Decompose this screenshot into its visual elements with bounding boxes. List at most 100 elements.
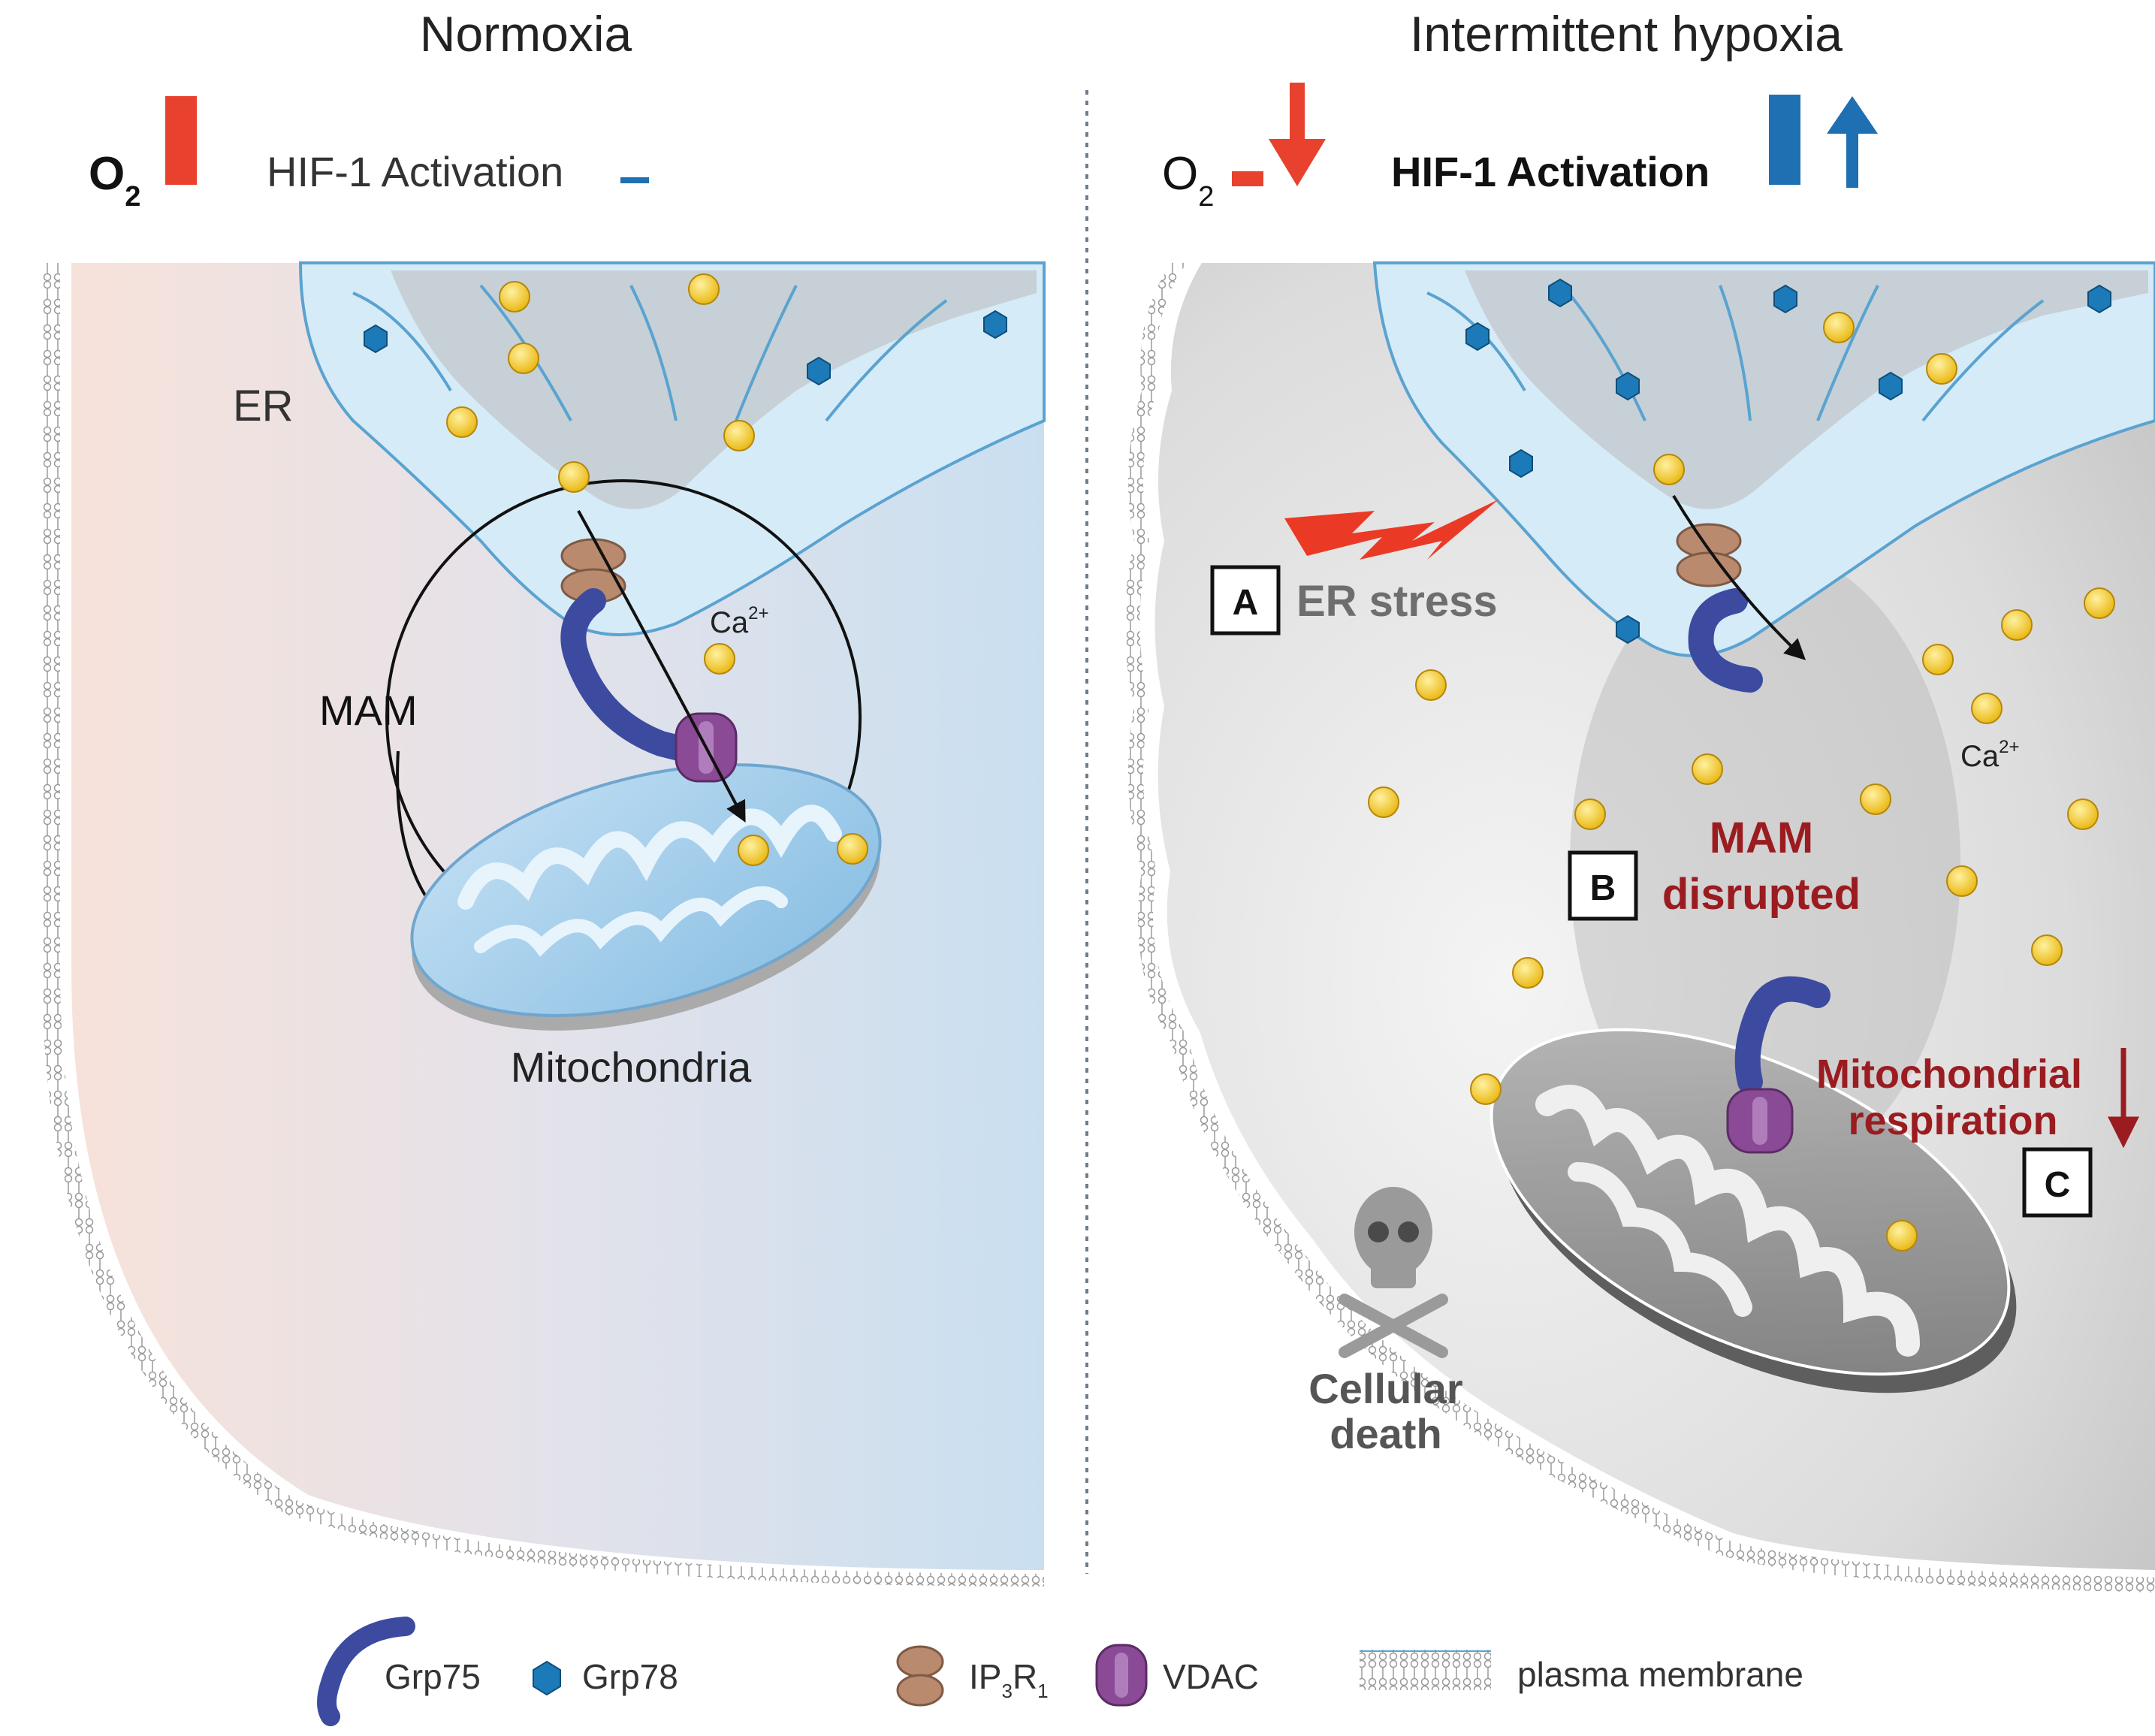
right-o2-label: O2 bbox=[1162, 148, 1214, 213]
legend-ip3r1-label: IP3R1 bbox=[969, 1657, 1049, 1702]
respiration-line1: Mitochondrial bbox=[1816, 1052, 2082, 1097]
left-o2-label: O2 bbox=[89, 148, 140, 213]
label-box-b bbox=[1568, 850, 1638, 921]
left-hif-label: HIF-1 Activation bbox=[267, 148, 563, 195]
grp78-hexagon bbox=[983, 309, 1007, 340]
calcium-ion bbox=[1886, 1220, 1918, 1251]
right-hif-label: HIF-1 Activation bbox=[1391, 148, 1710, 195]
calcium-ion bbox=[1860, 783, 1891, 815]
grp78-hexagon bbox=[807, 356, 831, 386]
calcium-ion bbox=[1946, 865, 1978, 897]
legend: Grp75 Grp78 IP3R1 VDAC plasma membrane bbox=[317, 1617, 1803, 1726]
left-title: Normoxia bbox=[420, 6, 632, 62]
legend-grp78-icon bbox=[533, 1660, 561, 1696]
right-vdac-channel bbox=[1726, 1088, 1794, 1154]
calcium-ion bbox=[2067, 799, 2099, 830]
calcium-ion bbox=[1653, 454, 1685, 485]
left-mitochondria-label: Mitochondria bbox=[511, 1043, 752, 1091]
calcium-ion bbox=[1368, 786, 1399, 818]
er-stress-lightning-icon bbox=[1284, 500, 1499, 560]
calcium-ion bbox=[508, 343, 539, 374]
cellular-death-line1: Cellular bbox=[1308, 1365, 1462, 1412]
grp78-hexagon bbox=[1616, 614, 1640, 645]
calcium-ion bbox=[688, 273, 720, 305]
mam-disrupted-line2: disrupted bbox=[1662, 870, 1861, 919]
right-er bbox=[1372, 261, 2155, 657]
mam-disrupted-line1: MAM bbox=[1710, 814, 1814, 862]
legend-grp75-label: Grp75 bbox=[385, 1657, 481, 1696]
right-disruption-shadow bbox=[1570, 548, 1960, 1179]
calcium-ion bbox=[1692, 753, 1723, 785]
calcium-ion bbox=[738, 835, 769, 866]
right-hif-up-arrow bbox=[1827, 96, 1878, 188]
calcium-ion bbox=[704, 643, 735, 675]
label-box-a bbox=[1210, 565, 1281, 636]
right-title: Intermittent hypoxia bbox=[1410, 6, 1843, 62]
calcium-ion bbox=[2084, 587, 2115, 619]
right-grp75-detached-lower bbox=[1734, 976, 1831, 1094]
right-o2-down-arrow bbox=[1269, 83, 1326, 186]
respiration-line2: respiration bbox=[1848, 1098, 2057, 1143]
label-box-c-text: C bbox=[2045, 1165, 2071, 1205]
grp78-hexagon bbox=[1773, 284, 1797, 314]
grp78-hexagon bbox=[1509, 448, 1533, 479]
legend-vdac-icon bbox=[1095, 1644, 1148, 1707]
calcium-ion bbox=[1971, 693, 2003, 724]
right-er-lumen bbox=[1465, 270, 2148, 509]
calcium-ion bbox=[2001, 609, 2033, 641]
left-er-lumen bbox=[391, 270, 1037, 509]
legend-membrane-icon bbox=[1360, 1650, 1491, 1690]
left-er bbox=[298, 261, 1046, 636]
legend-grp78-label: Grp78 bbox=[582, 1657, 678, 1696]
grp78-hexagon bbox=[1616, 371, 1640, 401]
grp78-hexagon bbox=[364, 324, 388, 354]
calcium-ion bbox=[499, 281, 530, 312]
label-box-b-text: B bbox=[1590, 868, 1616, 908]
label-box-c bbox=[2022, 1147, 2093, 1218]
right-mitochondrion bbox=[1489, 1028, 2017, 1393]
right-calcium-flow-arrow bbox=[1672, 494, 1806, 660]
legend-vdac-label: VDAC bbox=[1163, 1657, 1259, 1696]
left-calcium-label: Ca2+ bbox=[710, 603, 769, 639]
right-o2-low-bar bbox=[1232, 171, 1263, 186]
calcium-ion bbox=[1512, 957, 1544, 989]
calcium-ion bbox=[1922, 644, 1954, 675]
right-hif-high-bar bbox=[1769, 95, 1800, 185]
left-hif-low-bar bbox=[620, 177, 649, 183]
calcium-ion bbox=[558, 461, 590, 493]
label-box-a-text: A bbox=[1233, 583, 1259, 623]
right-grp75-detached-upper bbox=[1688, 588, 1763, 693]
left-calcium-flow-arrow bbox=[577, 510, 746, 823]
calcium-ion bbox=[1574, 799, 1606, 830]
left-o2-high-bar bbox=[165, 96, 197, 185]
cellular-death-line2: death bbox=[1330, 1410, 1441, 1457]
calcium-ion bbox=[446, 406, 478, 438]
calcium-ion bbox=[1823, 312, 1855, 343]
calcium-ion bbox=[1926, 353, 1957, 385]
right-calcium-ions bbox=[1368, 312, 2115, 1251]
left-panel: Normoxia O2 HIF-1 Activation ER MAM bbox=[42, 6, 1046, 1587]
grp78-hexagon bbox=[1465, 322, 1489, 352]
left-mam-label: MAM bbox=[319, 687, 418, 734]
grp78-hexagon bbox=[2087, 284, 2111, 314]
calcium-ion bbox=[1415, 669, 1447, 701]
right-grp78-group bbox=[1465, 278, 2111, 645]
calcium-ion bbox=[1470, 1073, 1502, 1105]
left-calcium-ions bbox=[446, 273, 868, 866]
right-calcium-label: Ca2+ bbox=[1960, 737, 2020, 773]
calcium-ion bbox=[2031, 934, 2063, 966]
legend-grp75-icon bbox=[317, 1617, 415, 1726]
grp78-hexagon bbox=[1548, 278, 1572, 308]
calcium-ion bbox=[723, 420, 755, 451]
er-stress-label: ER stress bbox=[1296, 577, 1498, 626]
legend-ip3r1-icon bbox=[896, 1645, 944, 1707]
calcium-ion bbox=[837, 833, 868, 865]
right-panel: Intermittent hypoxia O2 HIF-1 Activation… bbox=[1124, 6, 2155, 1593]
grp78-hexagon bbox=[1879, 371, 1903, 401]
left-er-label: ER bbox=[233, 382, 294, 430]
skull-icon bbox=[1339, 1187, 1448, 1358]
right-ip3r1-channel bbox=[1676, 523, 1742, 587]
left-grp75-tether bbox=[560, 588, 704, 764]
left-grp78-group bbox=[364, 309, 1007, 386]
